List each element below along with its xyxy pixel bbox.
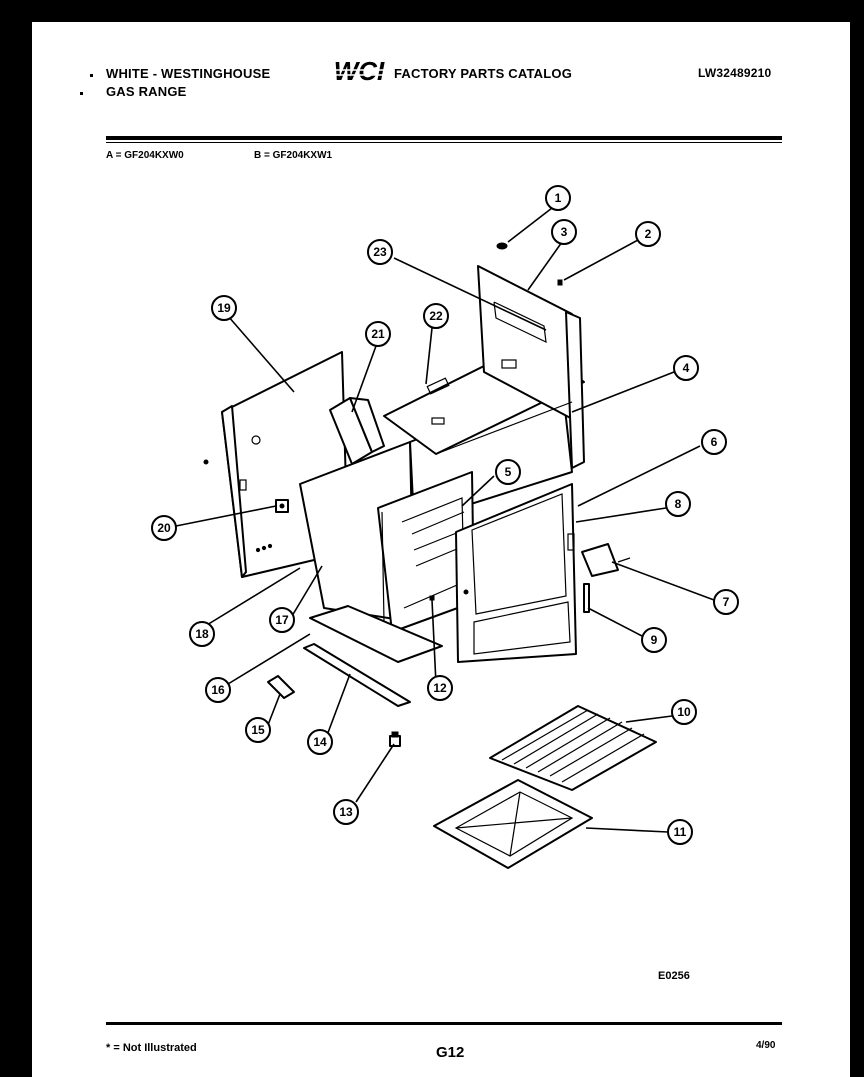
svg-text:21: 21 [371,327,385,341]
figure-code: E0256 [658,970,690,982]
page-number: G12 [436,1044,465,1061]
callout-14: 14 [307,729,333,755]
part-broiler-pan [433,779,593,869]
part-oven-rack [489,705,657,791]
leader-lines [175,207,715,833]
callout-18: 18 [189,621,215,647]
catalog-title: FACTORY PARTS CATALOG [394,66,573,81]
callout-7: 7 [713,589,739,615]
header-rule-thin [106,142,782,143]
part-vent-duct [329,397,385,465]
part-bracket [275,499,289,513]
callout-16: 16 [205,677,231,703]
exploded-parts-diagram: 1 2 3 4 5 6 7 8 9 10 11 12 13 14 15 16 1… [151,185,739,869]
callout-5: 5 [495,459,521,485]
callout-9: 9 [641,627,667,653]
svg-text:16: 16 [211,683,225,697]
svg-text:15: 15 [251,723,265,737]
callout-4: 4 [673,355,699,381]
model-b: B = GF204KXW1 [254,150,333,161]
svg-text:20: 20 [157,521,171,535]
svg-text:12: 12 [433,681,447,695]
svg-text:23: 23 [373,245,387,259]
callout-19: 19 [211,295,237,321]
svg-text:10: 10 [677,705,691,719]
part-top-and-back-panel [383,265,585,469]
svg-text:7: 7 [723,595,730,609]
scan-speck [90,74,93,77]
callout-21: 21 [365,321,391,347]
model-a: A = GF204KXW0 [106,150,184,161]
callout-13: 13 [333,799,359,825]
svg-text:18: 18 [195,627,209,641]
header-rule [106,136,782,140]
logo-text: WCI [334,58,385,86]
footer-rule [106,1022,782,1025]
scan-speck [80,92,83,95]
part-oven-door [455,483,577,663]
callout-1: 1 [545,185,571,211]
part-clip [267,675,295,699]
doc-number: LW32489210 [698,66,772,80]
svg-text:17: 17 [275,613,289,627]
callout-17: 17 [269,607,295,633]
svg-text:1: 1 [555,191,562,205]
svg-text:11: 11 [674,825,687,839]
callout-23: 23 [367,239,393,265]
brand-line-2: GAS RANGE [106,84,187,99]
callout-12: 12 [427,675,453,701]
svg-text:6: 6 [711,435,718,449]
part-screws [429,242,563,601]
callout-22: 22 [423,303,449,329]
svg-text:4: 4 [683,361,690,375]
callout-6: 6 [701,429,727,455]
svg-text:13: 13 [339,805,353,819]
callout-15: 15 [245,717,271,743]
svg-text:2: 2 [645,227,652,241]
callout-11: 11 [667,819,693,845]
part-leveling-leg [389,731,401,747]
callout-3: 3 [551,219,577,245]
svg-text:9: 9 [651,633,658,647]
part-bottom-panel [309,605,443,663]
footnote: * = Not Illustrated [106,1042,197,1054]
callout-20: 20 [151,515,177,541]
wci-logo-icon: WCI [333,58,386,86]
svg-text:22: 22 [429,309,443,323]
svg-text:14: 14 [313,735,327,749]
revision-date: 4/90 [756,1040,776,1051]
catalog-sheet: WHITE - WESTINGHOUSE GAS RANGE WCI FACTO… [32,22,850,1077]
callout-2: 2 [635,221,661,247]
svg-text:8: 8 [675,497,682,511]
callout-8: 8 [665,491,691,517]
part-kick-plate [303,643,411,707]
part-hinge-hardware [567,533,631,613]
svg-text:19: 19 [217,301,231,315]
svg-text:3: 3 [561,225,568,239]
svg-text:5: 5 [505,465,512,479]
callout-10: 10 [671,699,697,725]
brand-line-1: WHITE - WESTINGHOUSE [106,66,271,81]
